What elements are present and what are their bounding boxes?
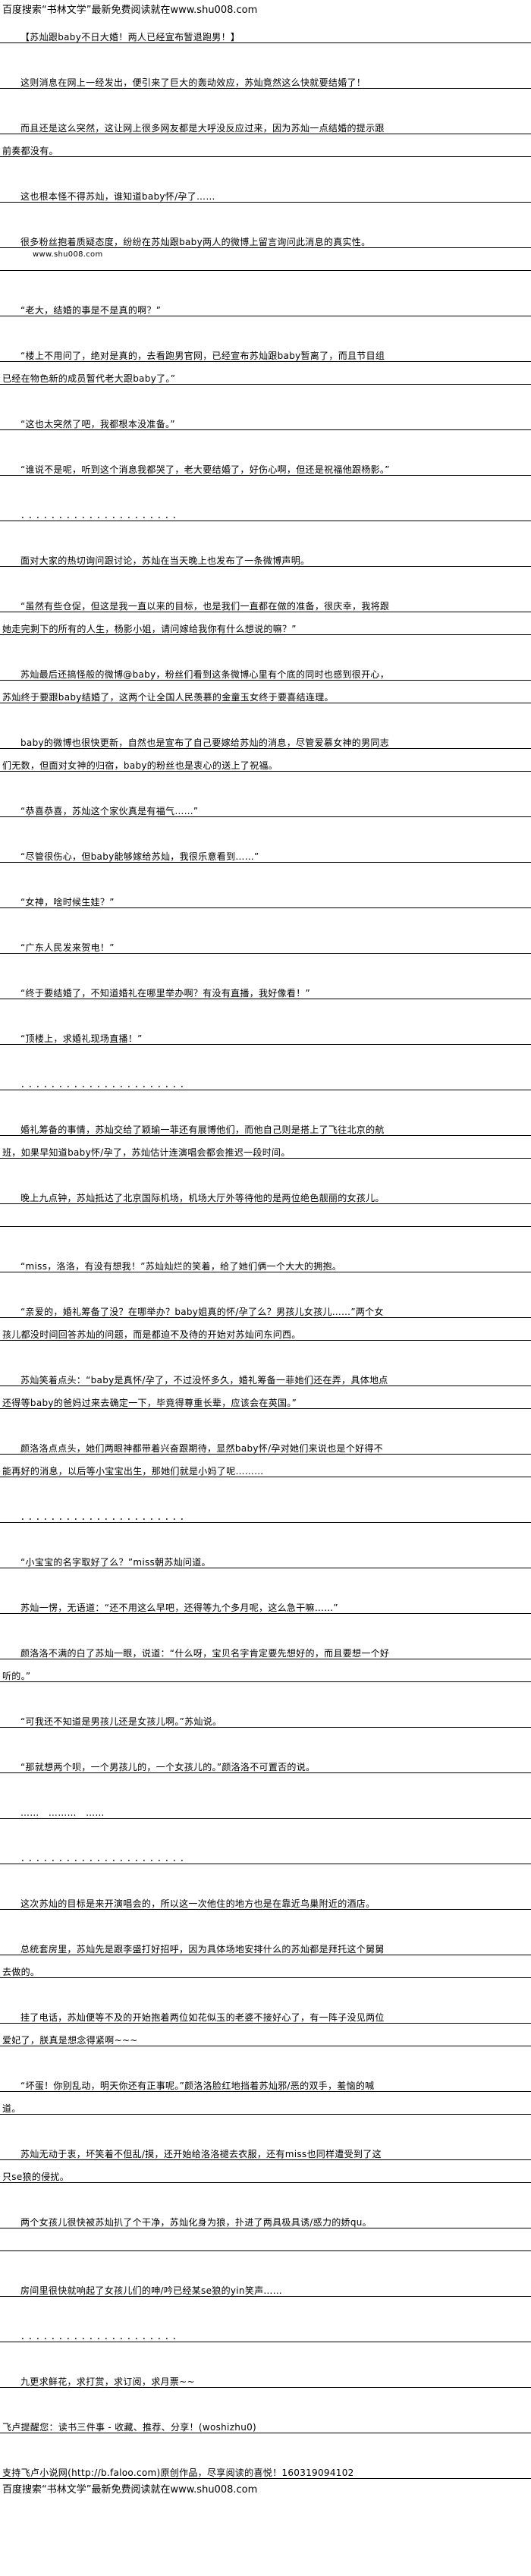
paragraph-text: “小宝宝的名字取好了么？”miss朝苏灿问道。 — [20, 1557, 211, 1568]
scene-break: ．．．．．．．．．．．．．．．．．．．．．． — [0, 1500, 531, 1523]
paragraph-text: 挂了电话，苏灿便等不及的开始抱着两位如花似玉的老婆不接好心了，有一阵子没见两位爱… — [2, 2012, 385, 2046]
paragraph-text: 苏灿无动于衷，坏笑着不但乱/摸，还开始给洛洛褪去衣服，还有miss也同样遭受到了… — [2, 2149, 382, 2182]
paragraph-text: 婚礼筹备的事情，苏灿交给了颖瑜一菲还有展博他们，而他自己则是搭上了飞往北京的航班… — [2, 1124, 385, 1158]
site-banner-bottom: 百度搜索“书林文学”最新免费阅读就在www.shu008.com — [2, 2484, 258, 2496]
paragraph-text: 总统套房里，苏灿先是跟李盛打好招呼，因为具体场地安排什么的苏灿都是拜托这个舅舅去… — [2, 1944, 385, 1977]
paragraph-text: 苏灿最后还搞怪般的微博@baby，粉丝们看到这条微博心里有个底的同时也感到很开心… — [2, 669, 389, 703]
paragraph-text: 面对大家的热切询问跟讨论，苏灿在当天晚上也发布了一条微博声明。 — [20, 555, 310, 566]
paragraph: 颜洛洛不满的白了苏灿一眼，说道：“什么呀，宝贝名字肯定要先想好的，而且要想一个好… — [0, 1637, 531, 1682]
paragraph-text: “那就想两个呗，一个男孩儿的，一个女孩儿的。”颜洛洛不可置否的说。 — [20, 1762, 316, 1772]
paragraph: 九更求鲜花，求打赏，求订阅，求月票~~ — [0, 2365, 531, 2388]
paragraph-text: “可我还不知道是男孩儿还是女孩儿啊。”苏灿说。 — [20, 1716, 222, 1727]
paragraph: “坏蛋！你别乱动，明天你还有正事呢。”颜洛洛脸红地挡着苏灿邪/恶的双手，羞恼的喊… — [0, 2069, 531, 2115]
paragraph-text: 苏灿一愣，无语道：“还不用这么早吧，还得等九个多月呢，这么急干嘛……” — [20, 1603, 338, 1613]
paragraph-text: ．．．．．．．．．．．．．．．．．．．．．． — [20, 1079, 193, 1090]
paragraph: “亲爱的，婚礼筹备了没？在哪举办？baby姐真的怀/孕了么？男孩儿女孩儿……”两… — [0, 1295, 531, 1341]
paragraph-text: 【苏灿跟baby不日大婚！两人已经宣布暂退跑男！】 — [20, 32, 240, 42]
paragraph-text: 支持飞卢小说网(http://b.faloo.com)原创作品，尽享阅读的喜悦！… — [2, 2467, 354, 2478]
paragraph: “谁说不是呢，听到这个消息我都哭了，老大要结婚了，好伤心啊，但还是祝福他跟杨影。… — [0, 453, 531, 476]
paragraph-text: “亲爱的，婚礼筹备了没？在哪举办？baby姐真的怀/孕了么？男孩儿女孩儿……”两… — [2, 1307, 384, 1340]
paragraph: “女神，啥时候生娃？” — [0, 885, 531, 908]
paragraph-text: www.shu008.com — [33, 250, 103, 259]
paragraph-text: 苏灿笑着点头：“baby是真怀/孕了，不过没怀多久，婚礼筹备一菲她们还在弄，具体… — [2, 1375, 388, 1408]
paragraph-text: “楼上不用问了，绝对是真的，去看跑男官网，已经宣布苏灿跟baby暂离了，而且节目… — [2, 351, 385, 384]
paragraph: “老大，结婚的事是不是真的啊？” — [0, 294, 531, 316]
scene-break: ．．．．．．．．．．．．．．．．．．．．．． — [0, 1068, 531, 1090]
empty-line — [0, 1204, 531, 1227]
paragraph-text: ．．．．．．．．．．．．．．．．．．．．．． — [20, 1511, 193, 1522]
paragraph: 飞卢提醒您：读书三件事 - 收藏、推荐、分享！(woshizhu0) — [0, 2411, 531, 2433]
paragraph-text: “女神，啥时候生娃？” — [20, 897, 115, 907]
paragraph: “小宝宝的名字取好了么？”miss朝苏灿问道。 — [0, 1546, 531, 1568]
paragraph-text: “终于要结婚了，不知道婚礼在哪里举办啊？有没有直播，我好像看！” — [20, 988, 311, 999]
paragraph: 支持飞卢小说网(http://b.faloo.com)原创作品，尽享阅读的喜悦！… — [0, 2456, 531, 2479]
chapter-title: 【苏灿跟baby不日大婚！两人已经宣布暂退跑男！】 — [0, 20, 531, 43]
paragraph: …… ……… …… — [0, 1796, 531, 1819]
paragraph-text: 两个女孩儿很快被苏灿扒了个干净，苏灿化身为狼，扑进了两具极具诱/惑力的娇qu。 — [20, 2217, 372, 2228]
paragraph: “终于要结婚了，不知道婚礼在哪里举办啊？有没有直播，我好像看！” — [0, 977, 531, 999]
paragraph: 苏灿最后还搞怪般的微博@baby，粉丝们看到这条微博心里有个底的同时也感到很开心… — [0, 658, 531, 703]
paragraph: 两个女孩儿很快被苏灿扒了个干净，苏灿化身为狼，扑进了两具极具诱/惑力的娇qu。 — [0, 2206, 531, 2228]
site-banner-top: 百度搜索“书林文学”最新免费阅读就在www.shu008.com — [2, 5, 258, 16]
paragraph-text: “顶楼上，求婚礼现场直播！” — [20, 1033, 143, 1044]
paragraph: baby的微博也很快更新，自然也是宣布了自己要嫁给苏灿的消息，尽管爱慕女神的男同… — [0, 726, 531, 772]
paragraph-text: 很多粉丝抱着质疑态度，纷纷在苏灿跟baby两人的微博上留言询问此消息的真实性。 — [20, 237, 371, 247]
paragraph-text: 而且还是这么突然，这让网上很多网友都是大呼没反应过来，因为苏灿一点结婚的提示跟前… — [2, 123, 385, 156]
scene-break: ．．．．．．．．．．．．．．．．．．．．． — [0, 499, 531, 521]
paragraph: 苏灿一愣，无语道：“还不用这么早吧，还得等九个多月呢，这么急干嘛……” — [0, 1591, 531, 1614]
paragraph-text: “虽然有些仓促，但这是我一直以来的目标，也是我们一直都在做的准备，很庆幸，我将跟… — [2, 601, 390, 634]
paragraph-text: ．．．．．．．．．．．．．．．．．．．．． — [20, 2331, 185, 2342]
paragraph-text: 颜洛洛不满的白了苏灿一眼，说道：“什么呀，宝贝名字肯定要先想好的，而且要想一个好… — [2, 1648, 390, 1681]
paragraph: 苏灿笑着点头：“baby是真怀/孕了，不过没怀多久，婚礼筹备一菲她们还在弄，具体… — [0, 1363, 531, 1409]
paragraph: 颜洛洛点点头，她们两眼神都带着兴奋跟期待，显然baby怀/孕对她们来说也是个好得… — [0, 1432, 531, 1477]
paragraph: 这也根本怪不得苏灿，谁知道baby怀/孕了…… — [0, 180, 531, 203]
scene-break: ．．．．．．．．．．．．．．．．．．．．．． — [0, 1842, 531, 1864]
paragraph-text: 这次苏灿的目标是来开演唱会的，所以这一次他住的地方也是在靠近鸟巢附近的酒店。 — [20, 1898, 375, 1909]
paragraph-text: “miss，洛洛，有没有想我！”苏灿灿烂的笑着，给了她们俩一个大大的拥抱。 — [20, 1261, 342, 1272]
paragraph: “楼上不用问了，绝对是真的，去看跑男官网，已经宣布苏灿跟baby暂离了，而且节目… — [0, 339, 531, 385]
paragraph-text: “广东人民发来贺电！” — [20, 942, 115, 953]
paragraph: “广东人民发来贺电！” — [0, 931, 531, 954]
paragraph-text: 房间里很快就响起了女孩儿们的呻/吟已经某se狼的yin笑声…… — [20, 2285, 283, 2296]
paragraph-text: 颜洛洛点点头，她们两眼神都带着兴奋跟期待，显然baby怀/孕对她们来说也是个好得… — [2, 1443, 384, 1477]
paragraph: “尽管很伤心，但baby能够嫁给苏灿，我很乐意看到……” — [0, 840, 531, 863]
paragraph: 晚上九点钟，苏灿抵达了北京国际机场，机场大厅外等待他的是两位绝色靓丽的女孩儿。 — [0, 1181, 531, 1204]
paragraph: “这也太突然了吧，我都根本没准备。” — [0, 407, 531, 430]
paragraph-text: “老大，结婚的事是不是真的啊？” — [20, 305, 162, 316]
empty-line — [0, 2228, 531, 2251]
paragraph-text: ．．．．．．．．．．．．．．．．．．．．．． — [20, 1853, 193, 1864]
paragraph: 苏灿无动于衷，坏笑着不但乱/摸，还开始给洛洛褪去衣服，还有miss也同样遭受到了… — [0, 2137, 531, 2183]
paragraph: “miss，洛洛，有没有想我！”苏灿灿烂的笑着，给了她们俩一个大大的拥抱。 — [0, 1250, 531, 1272]
paragraph: “顶楼上，求婚礼现场直播！” — [0, 1022, 531, 1045]
paragraph: 挂了电话，苏灿便等不及的开始抱着两位如花似玉的老婆不接好心了，有一阵子没见两位爱… — [0, 2001, 531, 2046]
paragraph-text: 飞卢提醒您：读书三件事 - 收藏、推荐、分享！(woshizhu0) — [2, 2422, 257, 2433]
paragraph-text: ．．．．．．．．．．．．．．．．．．．．． — [20, 510, 185, 521]
paragraph-text: …… ……… …… — [20, 1807, 105, 1818]
paragraph-text: baby的微博也很快更新，自然也是宣布了自己要嫁给苏灿的消息，尽管爱慕女神的男同… — [2, 738, 389, 771]
article-body: 【苏灿跟baby不日大婚！两人已经宣布暂退跑男！】这则消息在网上一经发出，便引来… — [0, 20, 531, 2479]
paragraph: 很多粉丝抱着质疑态度，纷纷在苏灿跟baby两人的微博上留言询问此消息的真实性。 — [0, 225, 531, 248]
watermark-line: www.shu008.com — [0, 248, 531, 271]
paragraph: 这次苏灿的目标是来开演唱会的，所以这一次他住的地方也是在靠近鸟巢附近的酒店。 — [0, 1887, 531, 1910]
paragraph-text: “尽管很伤心，但baby能够嫁给苏灿，我很乐意看到……” — [20, 851, 259, 862]
paragraph: 面对大家的热切询问跟讨论，苏灿在当天晚上也发布了一条微博声明。 — [0, 544, 531, 567]
paragraph-text: “这也太突然了吧，我都根本没准备。” — [20, 419, 175, 429]
paragraph-text: “谁说不是呢，听到这个消息我都哭了，老大要结婚了，好伤心啊，但还是祝福他跟杨影。… — [20, 464, 390, 475]
paragraph: 婚礼筹备的事情，苏灿交给了颖瑜一菲还有展博他们，而他自己则是搭上了飞往北京的航班… — [0, 1113, 531, 1159]
paragraph-text: 晚上九点钟，苏灿抵达了北京国际机场，机场大厅外等待他的是两位绝色靓丽的女孩儿。 — [20, 1193, 385, 1203]
paragraph: 总统套房里，苏灿先是跟李盛打好招呼，因为具体场地安排什么的苏灿都是拜托这个舅舅去… — [0, 1933, 531, 1978]
paragraph: 而且还是这么突然，这让网上很多网友都是大呼没反应过来，因为苏灿一点结婚的提示跟前… — [0, 112, 531, 157]
scene-break: ．．．．．．．．．．．．．．．．．．．．． — [0, 2320, 531, 2342]
paragraph: “可我还不知道是男孩儿还是女孩儿啊。”苏灿说。 — [0, 1705, 531, 1728]
paragraph-text: 这也根本怪不得苏灿，谁知道baby怀/孕了…… — [20, 191, 215, 202]
paragraph-text: “恭喜恭喜，苏灿这个家伙真是有福气……” — [20, 806, 199, 816]
paragraph: 房间里很快就响起了女孩儿们的呻/吟已经某se狼的yin笑声…… — [0, 2274, 531, 2297]
paragraph-text: 这则消息在网上一经发出，便引来了巨大的轰动效应，苏灿竟然这么快就要结婚了！ — [20, 77, 366, 88]
paragraph: “恭喜恭喜，苏灿这个家伙真是有福气……” — [0, 794, 531, 817]
paragraph-text: “坏蛋！你别乱动，明天你还有正事呢。”颜洛洛脸红地挡着苏灿邪/恶的双手，羞恼的喊… — [2, 2081, 375, 2114]
paragraph-text: 九更求鲜花，求打赏，求订阅，求月票~~ — [20, 2376, 195, 2387]
paragraph: 这则消息在网上一经发出，便引来了巨大的轰动效应，苏灿竟然这么快就要结婚了！ — [0, 66, 531, 89]
paragraph: “那就想两个呗，一个男孩儿的，一个女孩儿的。”颜洛洛不可置否的说。 — [0, 1750, 531, 1773]
paragraph: “虽然有些仓促，但这是我一直以来的目标，也是我们一直都在做的准备，很庆幸，我将跟… — [0, 590, 531, 635]
